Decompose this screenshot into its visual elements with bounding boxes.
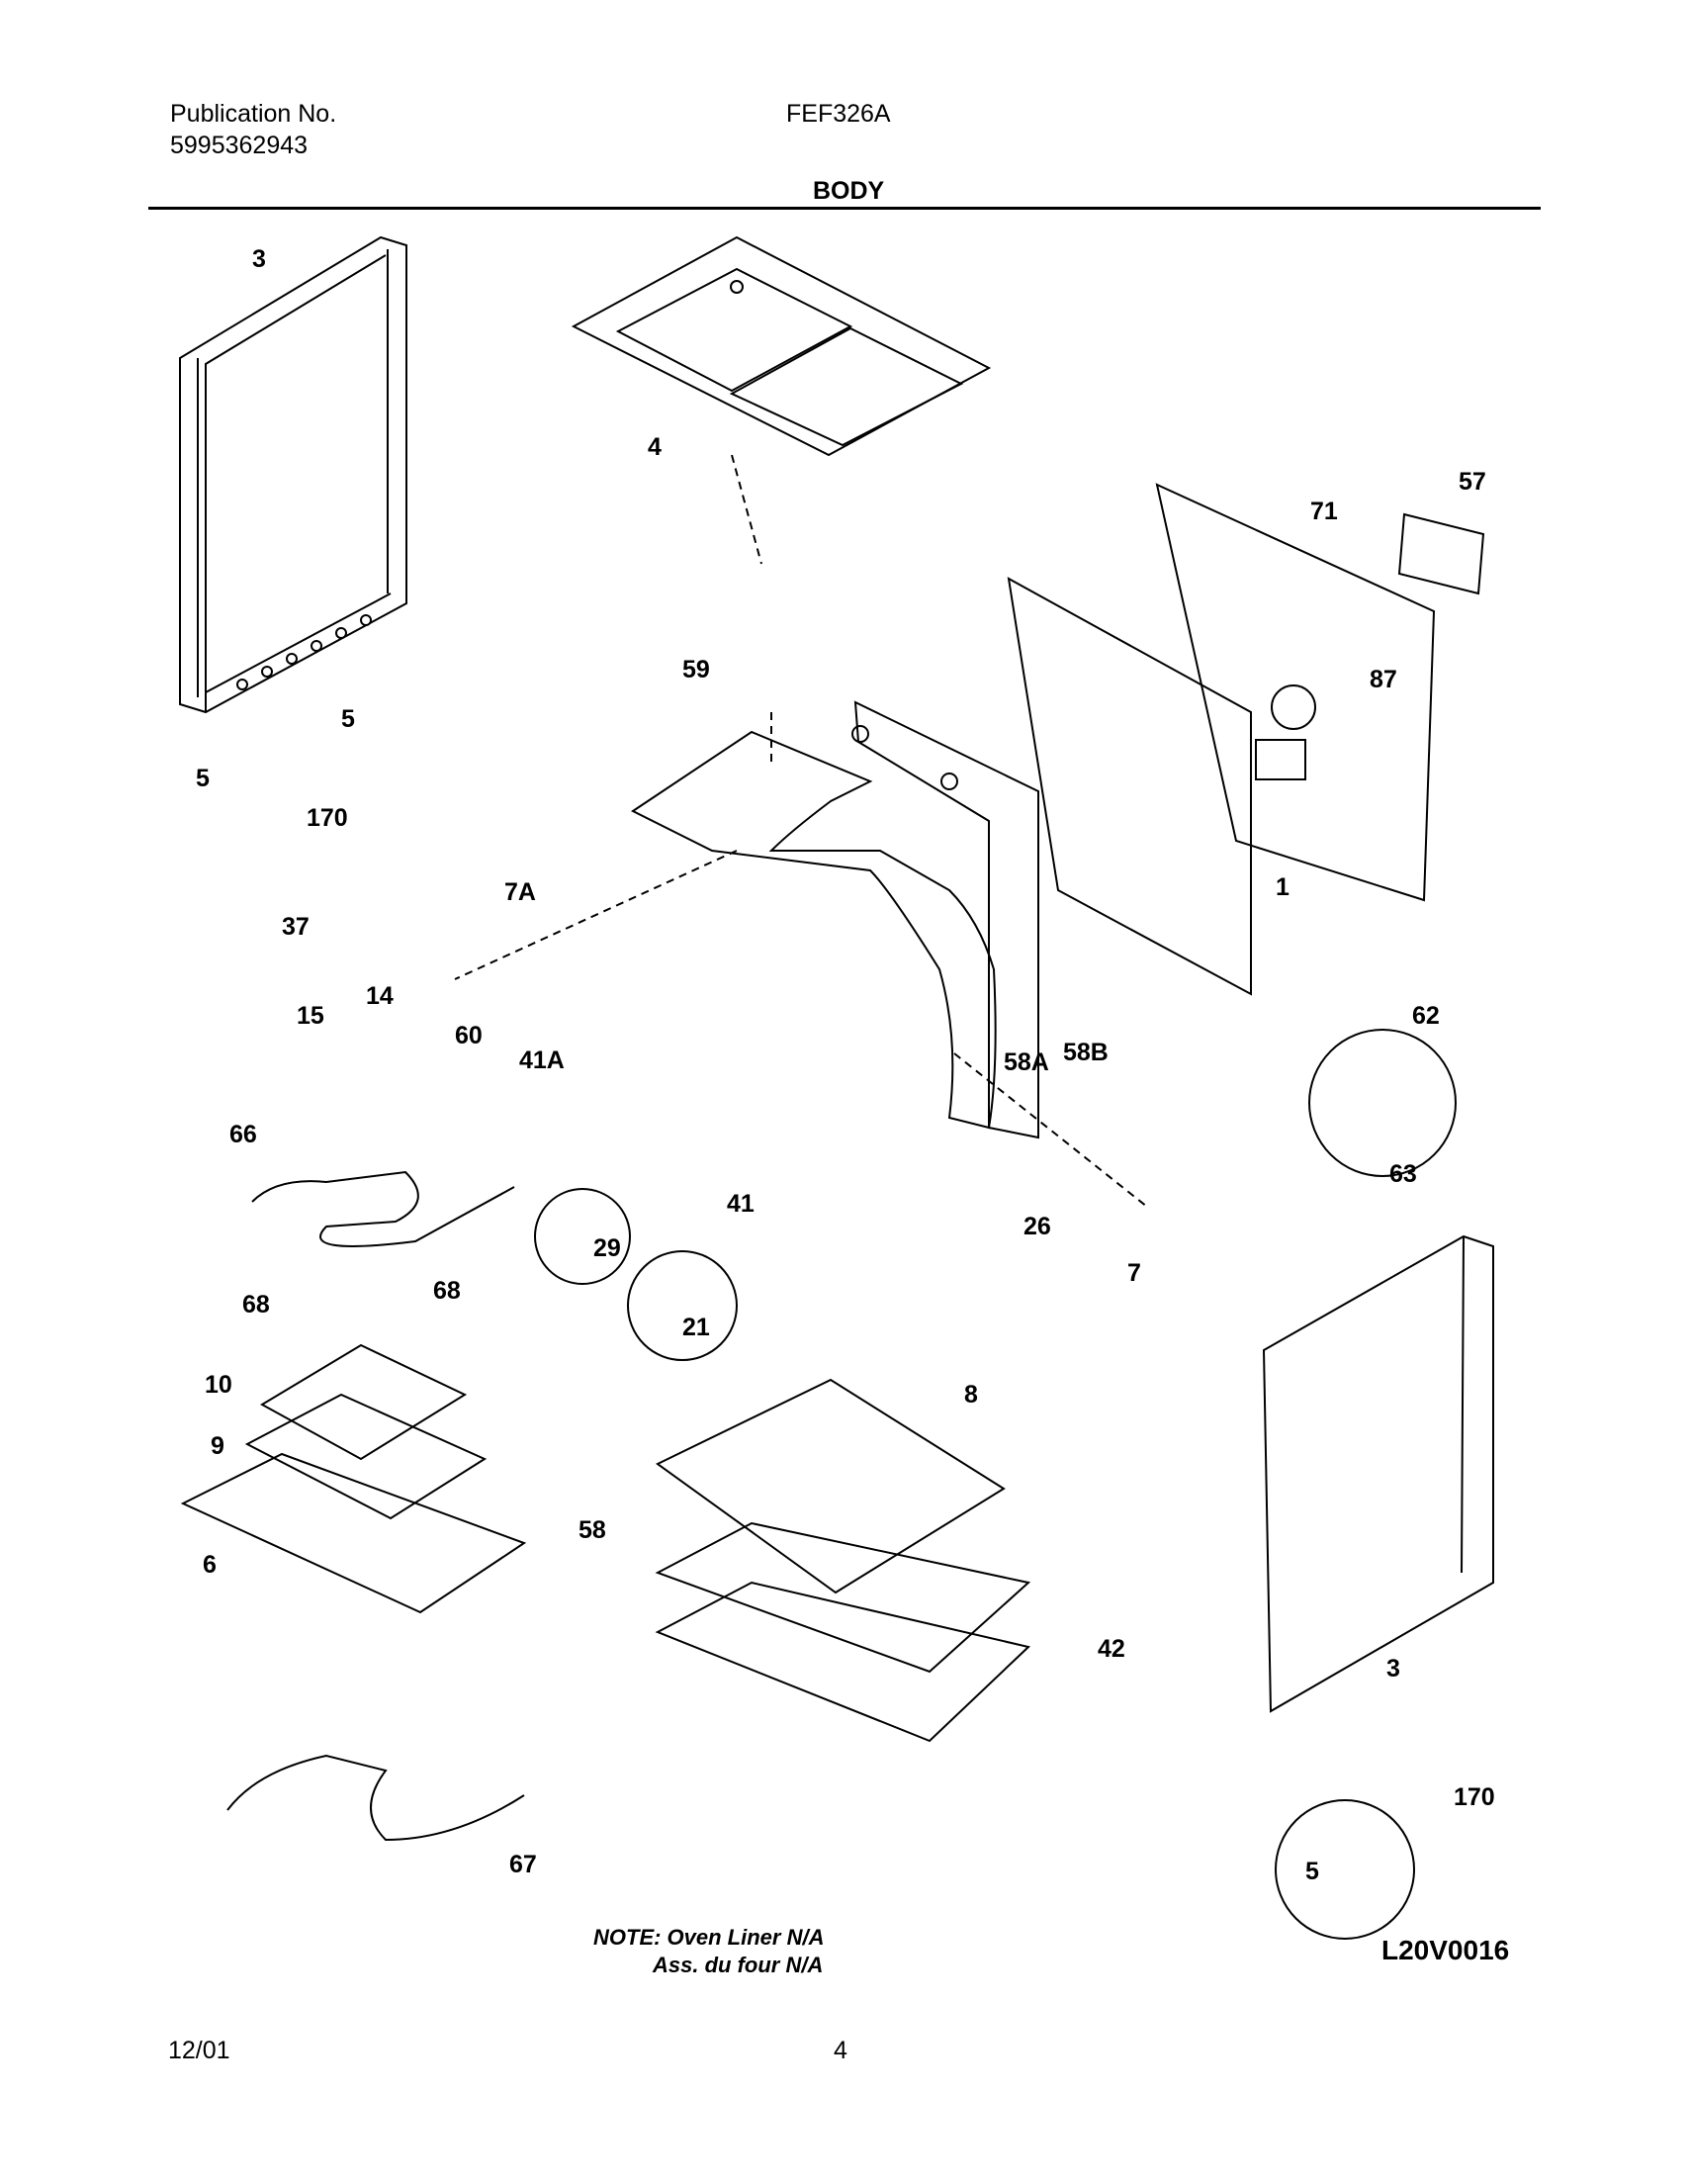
section-title: BODY [813,177,885,205]
note-line-1: NOTE: Oven Liner N/A [593,1925,825,1950]
callout-3: 3 [1386,1655,1400,1683]
callout-1: 1 [1276,873,1290,901]
storage-drawer [655,1378,1031,1743]
callout-58: 58 [578,1516,606,1544]
callout-67: 67 [509,1851,537,1878]
callout-6: 6 [203,1551,217,1579]
callout-3: 3 [252,245,266,273]
callout-57: 57 [1459,468,1486,496]
callout-15: 15 [297,1002,324,1030]
broil-element [251,1170,515,1247]
callout-10: 10 [205,1371,232,1399]
back-panel [1007,483,1436,996]
broiler-pan [244,1343,488,1520]
callout-62: 62 [1412,1002,1440,1030]
callout-68: 68 [433,1277,461,1305]
callout-8: 8 [964,1381,978,1409]
cooktop-frame [571,235,992,457]
right-side-panel [1262,1234,1494,1713]
page-number: 4 [834,2037,847,2064]
callout-58a: 58A [1004,1048,1049,1076]
callout-66: 66 [229,1121,257,1148]
access-cover-panel [1397,512,1485,595]
leveling-leg-inset [1275,1799,1415,1940]
footer-date: 12/01 [168,2037,230,2064]
light-receptacle-inset [627,1250,738,1361]
rack-support-inset [534,1188,631,1285]
bake-element [226,1754,525,1842]
callout-21: 21 [682,1314,710,1341]
publication-number: 5995362943 [170,132,309,159]
callout-5: 5 [196,765,210,792]
callout-87: 87 [1370,666,1397,693]
header-rule [148,207,1541,210]
callout-58b: 58B [1063,1039,1109,1066]
callout-5: 5 [341,705,355,733]
callout-41: 41 [727,1190,755,1218]
callout-41a: 41A [519,1046,565,1074]
note-line-2: Ass. du four N/A [653,1953,824,1977]
callout-9: 9 [211,1432,224,1460]
publication-label: Publication No. [170,100,337,128]
callout-29: 29 [593,1234,621,1262]
model-number: FEF326A [786,100,891,128]
callout-59: 59 [682,656,710,683]
callout-63: 63 [1389,1160,1417,1188]
callout-42: 42 [1098,1635,1125,1663]
callout-14: 14 [366,982,394,1010]
callout-7: 7 [1127,1259,1141,1287]
callout-37: 37 [282,913,310,941]
callout-170: 170 [1454,1783,1495,1811]
diagram-code: L20V0016 [1381,1935,1510,1965]
callout-26: 26 [1023,1213,1051,1240]
oven-rack [180,1452,527,1614]
callout-71: 71 [1310,498,1338,525]
callout-5: 5 [1305,1858,1319,1885]
callout-7a: 7A [504,878,536,906]
front-frame [631,700,1039,1139]
callout-4: 4 [648,433,662,461]
terminal-block-inset [1308,1029,1457,1177]
callout-60: 60 [455,1022,483,1049]
left-side-panel [179,235,407,714]
callout-68: 68 [242,1291,270,1319]
callout-170: 170 [307,804,348,832]
